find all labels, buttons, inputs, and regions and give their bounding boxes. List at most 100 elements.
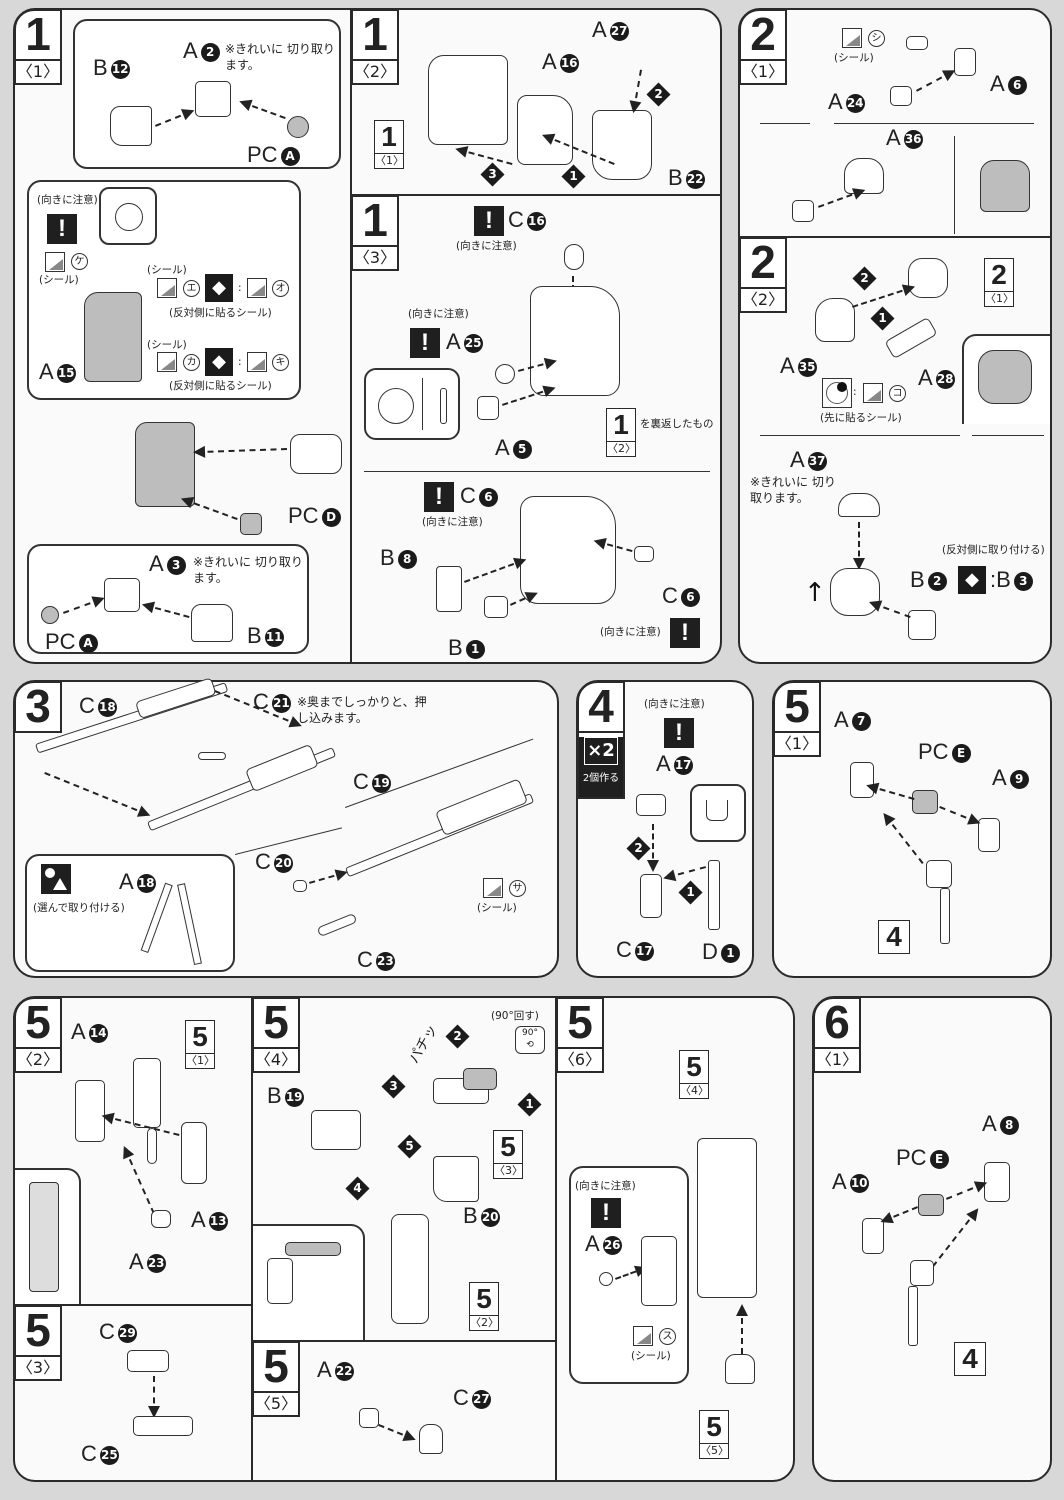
assembly-arrow bbox=[242, 101, 286, 119]
part-shape bbox=[477, 396, 499, 420]
part-shape bbox=[906, 36, 928, 50]
assembly-arrow bbox=[666, 866, 706, 879]
step-number-badge: 4 ×2 2個作る bbox=[577, 681, 625, 799]
part-shape bbox=[838, 493, 880, 517]
orientation-note: (向きに注意) bbox=[456, 240, 517, 252]
ref-sub: 〈4〉 bbox=[680, 1084, 709, 1097]
part-shape bbox=[359, 1408, 379, 1428]
sticker-icon bbox=[863, 383, 883, 403]
assembly-arrow bbox=[741, 1308, 743, 1354]
colon: : bbox=[853, 386, 857, 398]
part-shape bbox=[530, 286, 620, 396]
part-shape bbox=[641, 1236, 677, 1306]
part-shape bbox=[104, 578, 140, 612]
assembly-arrow bbox=[44, 772, 147, 816]
bipod-part bbox=[177, 883, 202, 966]
ref-sub: 〈3〉 bbox=[494, 1164, 523, 1177]
sticker-note: (シール) bbox=[147, 264, 187, 276]
assembly-arrow bbox=[885, 815, 924, 864]
orientation-note: (向きに注意) bbox=[408, 308, 469, 320]
step-number: 4 bbox=[579, 683, 623, 733]
part-shape bbox=[640, 874, 662, 918]
warning-icon: ! bbox=[670, 618, 700, 648]
step-sub-number: 〈3〉 bbox=[353, 248, 397, 267]
part-shape bbox=[110, 106, 152, 146]
order-marker: 3 bbox=[381, 1074, 406, 1099]
step-number-badge: 5 〈6〉 bbox=[556, 997, 604, 1073]
step-number-badge: 3 bbox=[14, 681, 62, 733]
sticker-icon bbox=[483, 878, 503, 898]
make-two-badge: ×2 2個作る bbox=[579, 737, 623, 797]
order-marker: 2 bbox=[626, 836, 651, 861]
part-shape bbox=[792, 200, 814, 222]
rifle-part bbox=[435, 778, 529, 837]
sticker-note: (シール) bbox=[834, 52, 874, 64]
assembly-arrow bbox=[858, 522, 860, 566]
assembly-arrow bbox=[309, 872, 345, 884]
step-sub-number: 〈2〉 bbox=[353, 62, 397, 81]
step-reference: 4 bbox=[954, 1342, 986, 1376]
option-icon bbox=[41, 864, 71, 894]
warning-icon: ! bbox=[410, 328, 440, 358]
sticker-icon bbox=[633, 1326, 653, 1346]
part-shape bbox=[725, 1354, 755, 1384]
part-shape bbox=[311, 1110, 361, 1150]
part-shape bbox=[133, 1416, 193, 1436]
ref-sub: 〈5〉 bbox=[700, 1444, 729, 1457]
part-shape bbox=[978, 818, 1000, 852]
ref-step: 2 bbox=[985, 259, 1013, 292]
order-marker: 4 bbox=[345, 1176, 370, 1201]
part-shape bbox=[127, 1350, 169, 1372]
times-two: ×2 bbox=[584, 737, 618, 765]
part-shape bbox=[890, 86, 912, 106]
orientation-detail bbox=[690, 784, 746, 842]
step-sub-number: 〈1〉 bbox=[815, 1050, 859, 1069]
mirror-icon: ◆ bbox=[205, 348, 233, 376]
step-reference: 1 〈1〉 bbox=[374, 120, 404, 169]
orientation-note: (向きに注意) bbox=[575, 1180, 636, 1192]
sticker-icon bbox=[842, 28, 862, 48]
choose-note: (選んで取り付ける) bbox=[33, 902, 125, 914]
sticker-code: オ bbox=[272, 280, 289, 297]
part-shape bbox=[599, 1272, 613, 1286]
warning-icon: ! bbox=[591, 1198, 621, 1228]
ref-step: 5 bbox=[700, 1411, 728, 1444]
step-number: 1 bbox=[353, 11, 397, 61]
step-sub-number: 〈3〉 bbox=[16, 1358, 60, 1377]
warning-icon: ! bbox=[424, 482, 454, 512]
part-shape bbox=[285, 1242, 341, 1256]
step-reference: 2 〈1〉 bbox=[984, 258, 1014, 307]
step-number-badge: 1 〈2〉 bbox=[351, 9, 399, 85]
step-number-badge: 2 〈2〉 bbox=[739, 237, 787, 313]
step-number-badge: 1 〈3〉 bbox=[351, 195, 399, 271]
rotate-arrow-icon: ↑ bbox=[804, 578, 826, 608]
warning-icon: ! bbox=[474, 206, 504, 236]
part-shape bbox=[484, 596, 508, 618]
part-shape bbox=[191, 604, 233, 642]
assembly-arrow bbox=[818, 190, 862, 208]
assembly-arrow bbox=[615, 1267, 644, 1280]
part-shape bbox=[151, 1210, 171, 1228]
step-sub-number: 〈1〉 bbox=[775, 734, 819, 753]
step-sub-number: 〈5〉 bbox=[254, 1394, 298, 1413]
part-shape bbox=[940, 888, 950, 944]
part-shape bbox=[954, 48, 976, 76]
assembly-arrow bbox=[852, 286, 912, 308]
part-shape bbox=[198, 752, 226, 760]
detail-inset bbox=[253, 1224, 365, 1340]
